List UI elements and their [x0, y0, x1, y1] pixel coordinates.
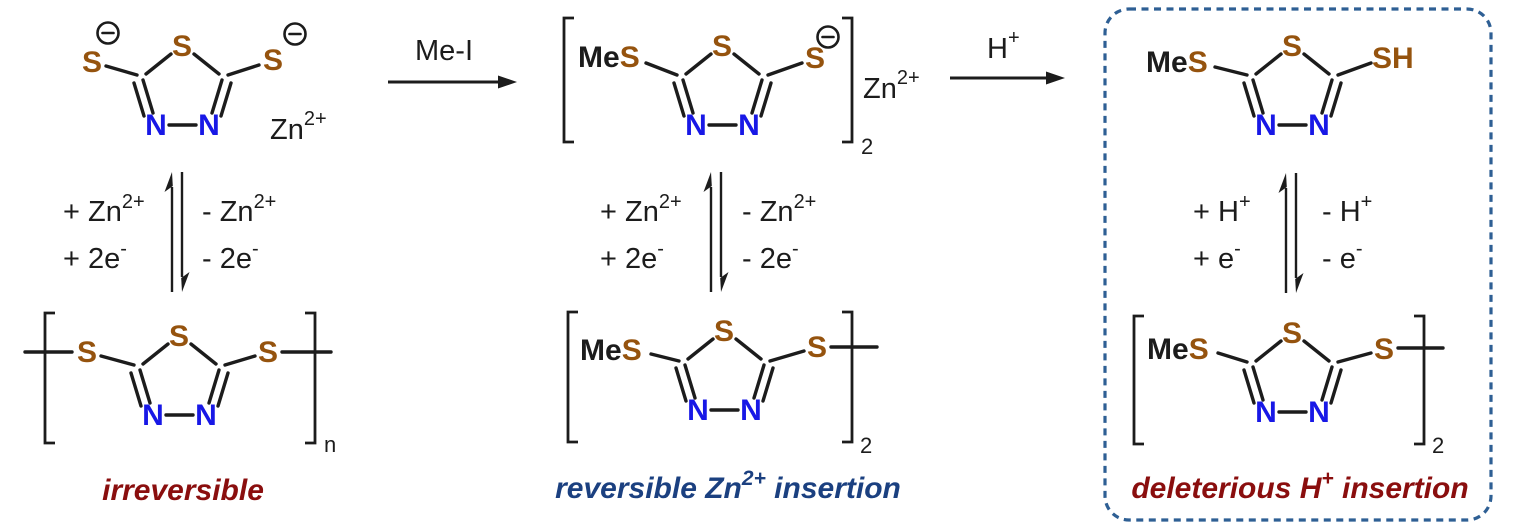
eq-reverse-line1: - Zn2+: [742, 191, 816, 228]
sulfur-atom: S: [1374, 333, 1394, 366]
thiolate-sulfur-atom: S: [82, 46, 102, 79]
methylthio-group: MeS: [1146, 46, 1208, 79]
arrowhead-right: [1046, 71, 1065, 85]
methylation-reagent-label: Me-I: [415, 35, 473, 67]
eq-forward-line1: + H+: [1193, 191, 1251, 228]
bond: [1336, 351, 1373, 364]
bond: [104, 64, 139, 77]
right-bracket: [842, 310, 854, 444]
sulfur-atom: S: [77, 336, 97, 369]
structure-zinc-dithiolate: S S Zn2+: [82, 21, 327, 146]
right-bracket: [305, 311, 317, 445]
polymer-subscript: n: [324, 432, 336, 457]
equilibrium-right: + H+ + e- - H+ - e-: [1193, 171, 1372, 295]
sulfur-atom: S: [258, 336, 278, 369]
stoichiometry-subscript: 2: [860, 433, 872, 458]
bond: [644, 61, 679, 77]
highlight-box: [1103, 7, 1493, 522]
proton-label: H+: [987, 27, 1020, 65]
bond: [649, 352, 681, 363]
caption-irreversible: irreversible: [102, 474, 264, 507]
eq-forward-line2: + e-: [1193, 238, 1241, 275]
caption-reversible-zn-insertion: reversible Zn2+ insertion: [555, 467, 901, 505]
left-bracket: [43, 311, 55, 445]
arrowhead-right: [498, 75, 517, 89]
equilibrium-middle: + Zn2+ + 2e- - Zn2+ - 2e-: [600, 170, 816, 294]
bond: [766, 61, 804, 77]
stoichiometry-subscript: 2: [861, 134, 873, 159]
eq-reverse-line2: - 2e-: [742, 238, 799, 275]
structure-dimer-right: MeS S 2: [1132, 314, 1445, 458]
left-bracket: [1132, 314, 1144, 446]
bond: [768, 349, 806, 363]
methylthio-group: MeS: [580, 334, 642, 367]
right-bracket: [842, 16, 854, 144]
thiolate-sulfur-atom: S: [805, 42, 825, 75]
caption-deleterious-h-insertion: deleterious H+ insertion: [1131, 467, 1468, 505]
thiol-group: SH: [1372, 42, 1414, 75]
right-bracket: [1414, 314, 1426, 446]
bond: [1336, 61, 1373, 77]
bond: [1216, 351, 1249, 364]
eq-reverse-line2: - e-: [1322, 238, 1363, 275]
structure-zinc-thiolate-complex: MeS S 2 Zn2+: [562, 16, 920, 159]
eq-reverse-line1: - Zn2+: [202, 191, 276, 228]
bond: [226, 63, 261, 77]
bond: [1213, 65, 1249, 77]
structure-dimer-middle: MeS S 2: [566, 310, 879, 458]
zinc-ion-label: Zn2+: [270, 108, 327, 146]
bond: [223, 354, 257, 367]
structure-methylthio-thiol: MeS SH: [1146, 28, 1414, 144]
stoichiometry-subscript: 2: [1432, 433, 1444, 458]
left-bracket: [562, 16, 574, 144]
eq-reverse-line1: - H+: [1322, 191, 1372, 228]
equilibrium-left: + Zn2+ + 2e- - Zn2+ - 2e-: [63, 170, 276, 294]
methylation-arrow: Me-I: [388, 35, 517, 89]
methylthio-group: MeS: [578, 41, 640, 74]
thiolate-sulfur-atom: S: [263, 44, 283, 77]
eq-forward-line2: + 2e-: [63, 238, 127, 275]
structure-polymer: S S n: [23, 311, 336, 457]
methylthio-group: MeS: [1147, 333, 1209, 366]
eq-forward-line1: + Zn2+: [63, 191, 145, 228]
left-bracket: [566, 310, 578, 444]
sulfur-atom: S: [807, 331, 827, 364]
zinc-ion-label: Zn2+: [863, 67, 920, 105]
protonation-arrow: H+: [950, 27, 1065, 85]
eq-forward-line2: + 2e-: [600, 238, 664, 275]
bond: [99, 354, 136, 367]
eq-forward-line1: + Zn2+: [600, 191, 682, 228]
eq-reverse-line2: - 2e-: [202, 238, 259, 275]
